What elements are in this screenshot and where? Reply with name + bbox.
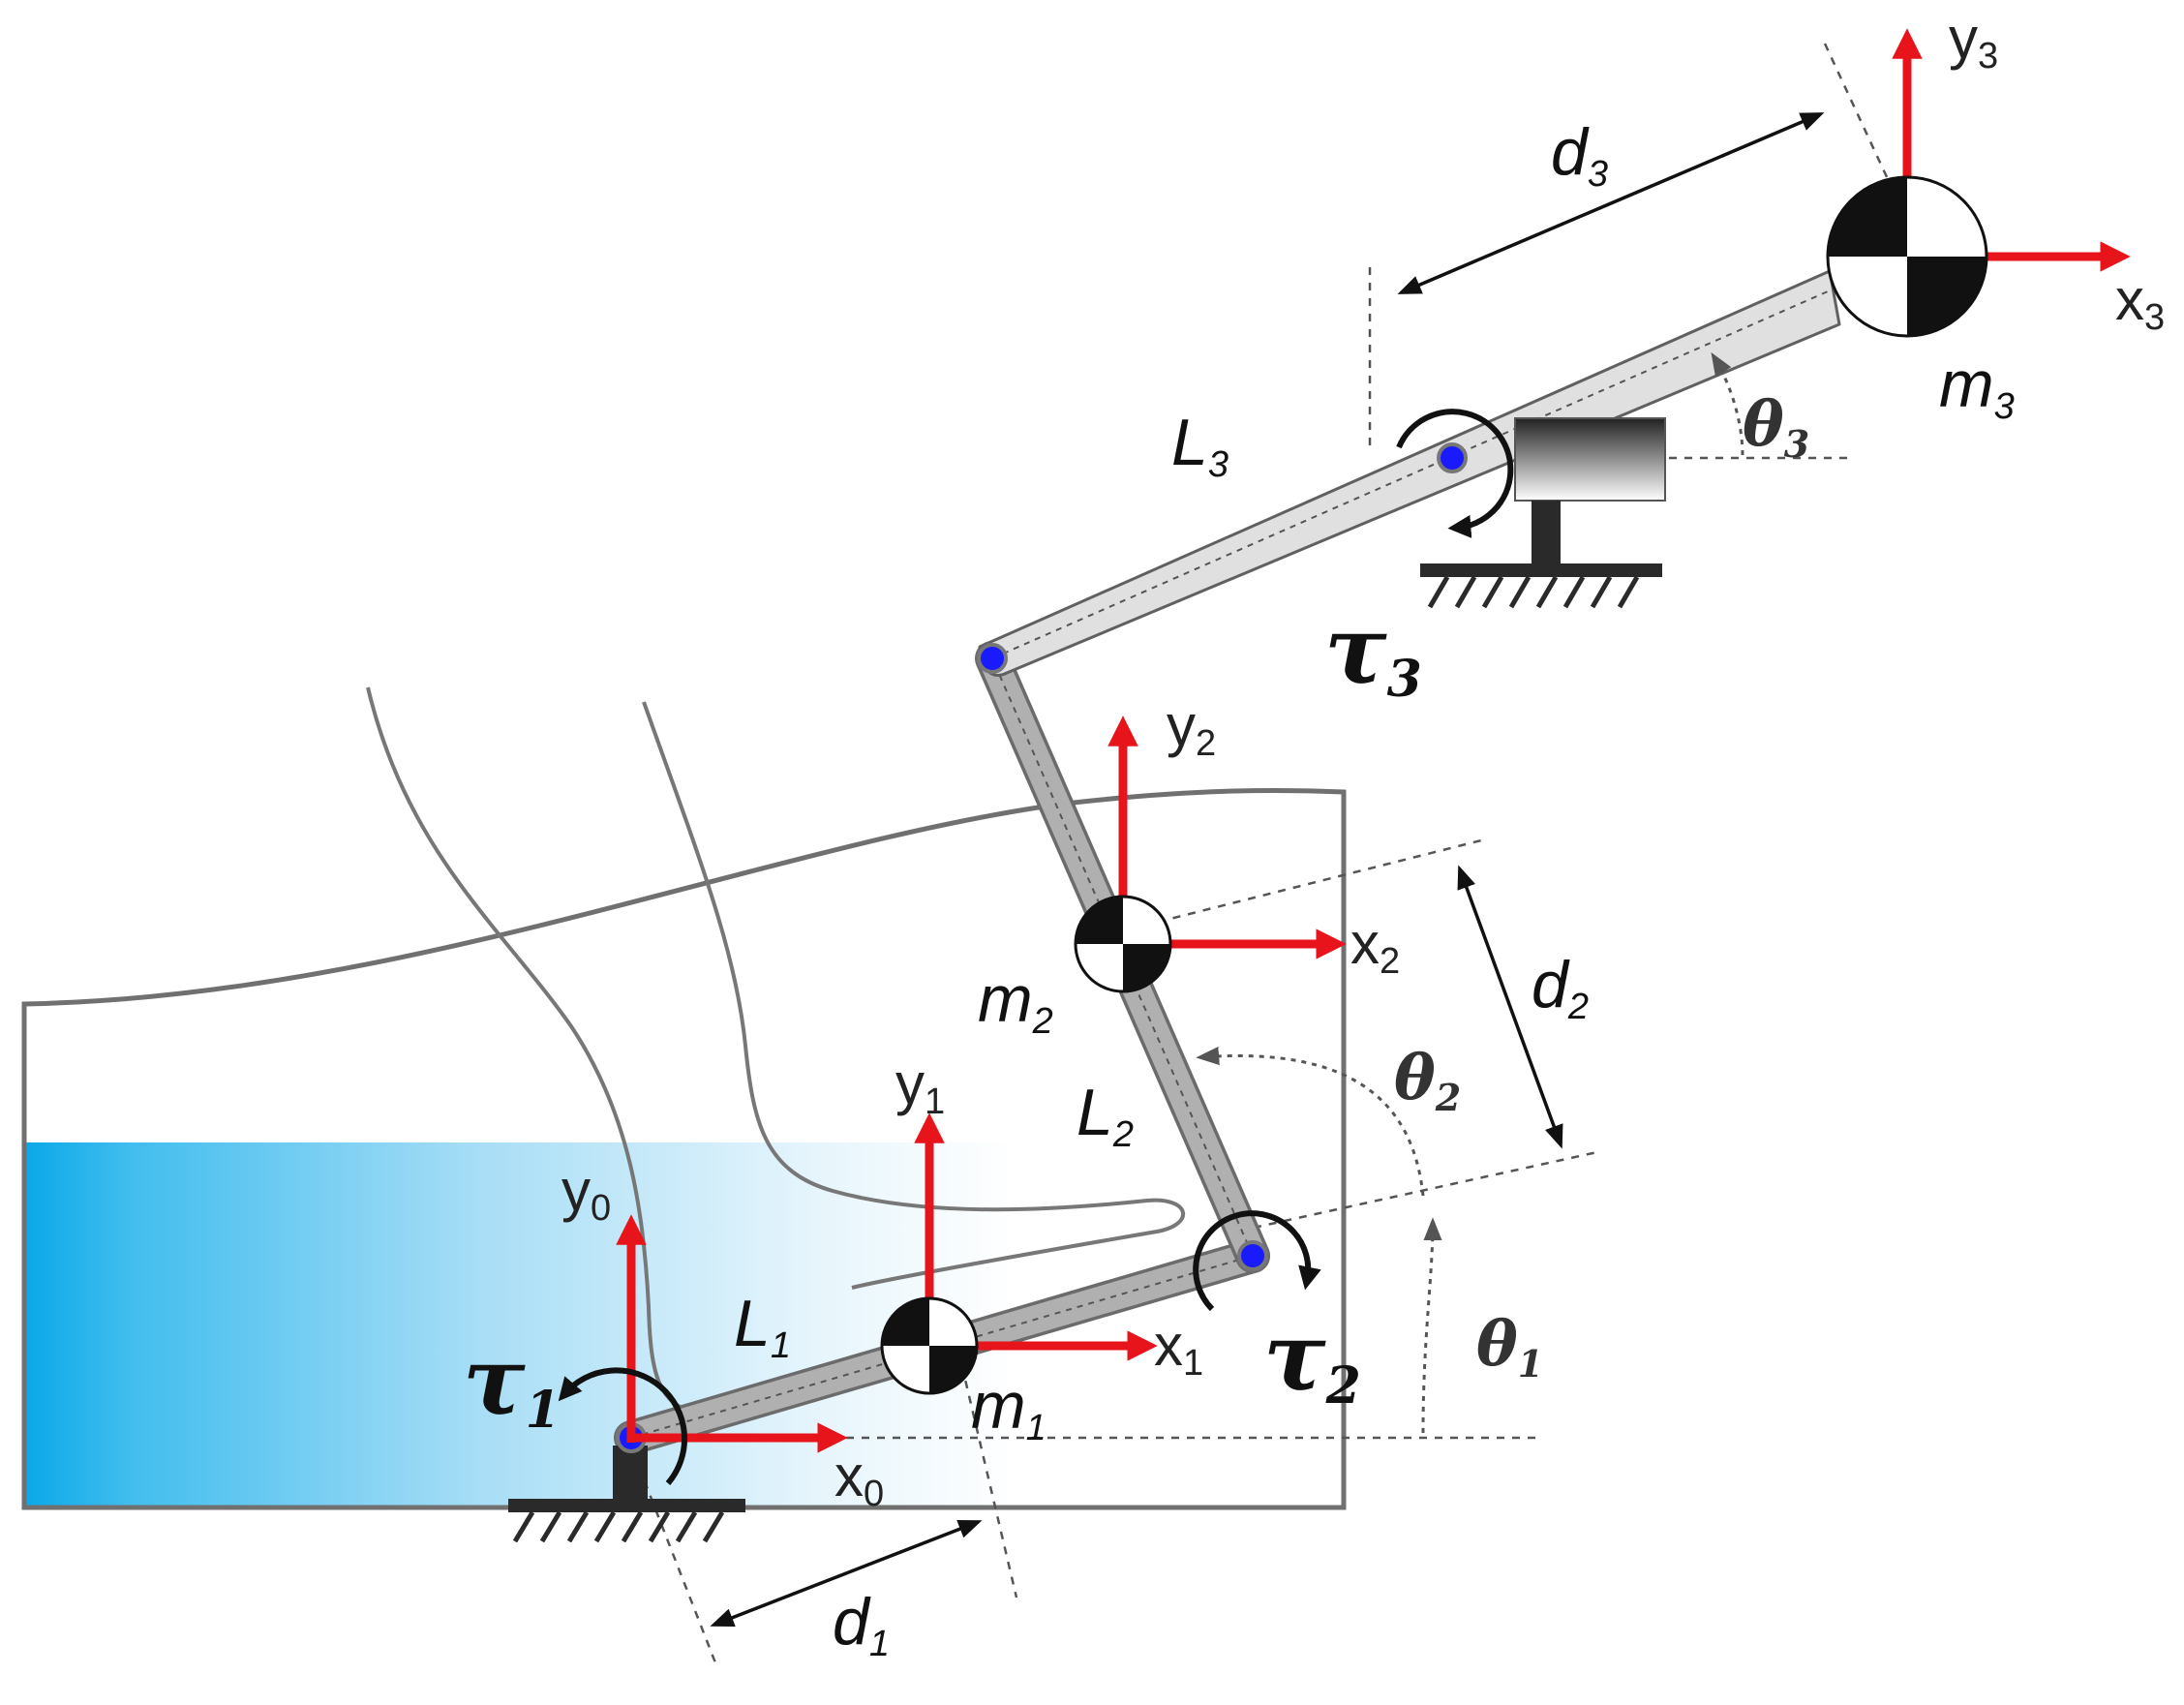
com-m3: [1826, 175, 1988, 338]
label-d3: d3: [1551, 115, 1608, 195]
label-L1: L1: [734, 1287, 791, 1366]
joint-2: [1237, 1240, 1268, 1271]
label-x0: x0: [834, 1444, 884, 1514]
label-x2: x2: [1350, 911, 1400, 982]
label-L2: L2: [1077, 1076, 1134, 1155]
theta1-arc: [1421, 1217, 1442, 1434]
angle-arcs: [1196, 351, 1744, 1434]
com-m2: [1074, 895, 1172, 993]
label-L3: L3: [1171, 406, 1228, 485]
theta2-arc: [1196, 1046, 1425, 1197]
torque-labels: τ1 τ2 τ3: [463, 595, 1422, 1440]
angle-labels: θ1 θ2 θ3: [1394, 388, 1809, 1385]
label-d2: d2: [1532, 948, 1589, 1027]
link-labels: L1 L2 L3: [734, 406, 1228, 1366]
d2-arrow: [1457, 865, 1563, 1149]
label-tau1: τ1: [463, 1326, 561, 1440]
label-theta1: θ1: [1476, 1308, 1543, 1385]
label-m3: m3: [1939, 348, 2015, 427]
d1-arrow: [710, 1519, 983, 1628]
distance-arrows: [710, 112, 1825, 1628]
mass-labels: m1 m2 m3: [971, 348, 2015, 1448]
torque-arrows: [558, 409, 1514, 1485]
label-m1: m1: [971, 1369, 1046, 1448]
distance-labels: d1 d2 d3: [833, 115, 1608, 1664]
water-tank: [21, 787, 1347, 1510]
torque-arrow-1: [558, 1367, 688, 1485]
label-x1: x1: [1154, 1313, 1203, 1384]
label-y2: y2: [1167, 693, 1216, 764]
label-m2: m2: [978, 962, 1053, 1042]
label-y1: y1: [895, 1051, 945, 1122]
label-tau2: τ2: [1263, 1302, 1361, 1416]
leg-outline: [366, 686, 1186, 1416]
label-y3: y3: [1949, 6, 1998, 76]
torque-arrow-3: [1396, 409, 1514, 538]
ground-mount-1: [508, 1446, 745, 1543]
label-tau3: τ3: [1324, 595, 1422, 709]
label-theta2: θ2: [1394, 1042, 1461, 1119]
joint-4: [1437, 442, 1468, 473]
label-x3: x3: [2115, 267, 2165, 338]
com-m1: [880, 1296, 979, 1395]
ground-mount-3: [1420, 417, 1666, 609]
tank-outline: [21, 787, 1347, 1510]
label-d1: d1: [833, 1585, 890, 1664]
torque-arrow-2: [1193, 1210, 1321, 1312]
joint-3: [977, 643, 1008, 674]
frame-labels: y0 x0 y1 x1 y2 x2 y3 x3: [561, 6, 2165, 1514]
d3-arrow: [1397, 112, 1825, 294]
coordinate-axes: [616, 28, 2131, 1453]
label-y0: y0: [561, 1158, 611, 1229]
label-theta3: θ3: [1743, 388, 1809, 466]
